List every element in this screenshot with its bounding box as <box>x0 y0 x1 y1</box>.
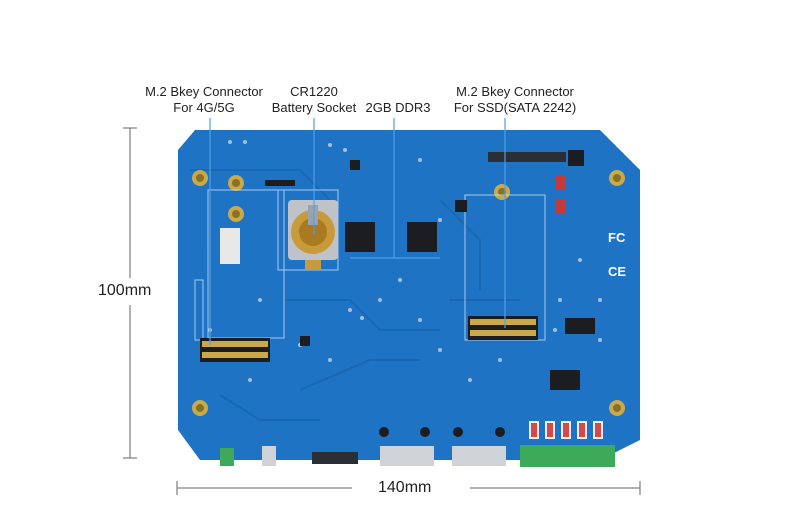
callout-cr1220: CR1220 Battery Socket <box>271 84 357 115</box>
callout-m2-4g: M.2 Bkey Connector For 4G/5G <box>145 84 263 115</box>
fc-mark: FC <box>608 230 626 245</box>
ddr3-chips <box>345 160 467 252</box>
m2-connector-4g <box>200 338 270 362</box>
m2-connector-ssd <box>468 316 538 340</box>
height-dimension-label: 100mm <box>98 282 152 299</box>
callout-m2-ssd: M.2 Bkey Connector For SSD(SATA 2242) <box>453 84 577 115</box>
bottom-connectors <box>220 445 615 467</box>
pcb-board: FC CE <box>178 130 640 467</box>
callout-lines <box>209 118 506 345</box>
gpio-header <box>488 150 584 166</box>
mounting-holes <box>192 170 625 416</box>
height-dimension-line <box>123 127 137 459</box>
callout-ddr3: 2GB DDR3 <box>365 100 431 115</box>
width-dimension-label: 140mm <box>378 479 432 496</box>
width-dimension-line <box>176 481 641 495</box>
ce-mark: CE <box>608 264 626 279</box>
battery-socket <box>288 200 338 270</box>
